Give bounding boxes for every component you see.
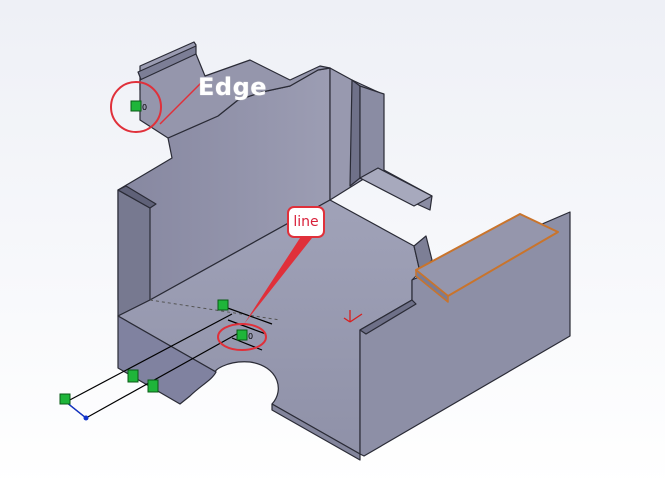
step-top[interactable] bbox=[359, 167, 433, 207]
relation-marker-parallel-2 bbox=[147, 379, 159, 393]
right-tall-wall[interactable] bbox=[359, 211, 571, 457]
edge-leader bbox=[159, 77, 207, 125]
relation-text-line: 0 bbox=[248, 332, 253, 341]
edge-callout-circle bbox=[110, 81, 162, 133]
relation-marker-endpoint bbox=[59, 393, 71, 405]
front-edge-face-2[interactable] bbox=[271, 403, 361, 461]
selected-flange-lip[interactable] bbox=[415, 269, 449, 303]
relation-marker-top bbox=[217, 299, 229, 311]
dimension-line-2[interactable] bbox=[227, 319, 267, 335]
sketch-line-2[interactable] bbox=[85, 329, 245, 419]
relation-marker-line bbox=[236, 329, 248, 341]
relation-marker-parallel-1 bbox=[127, 369, 139, 383]
sketch-line-1[interactable] bbox=[65, 313, 233, 403]
triad-z-axis bbox=[343, 317, 351, 323]
sketch-blue-line[interactable] bbox=[65, 401, 87, 419]
left-side-wall[interactable] bbox=[117, 189, 151, 317]
line-annotation-callout: line bbox=[287, 206, 325, 238]
line-callout-ellipse bbox=[217, 323, 267, 351]
hidden-edge-line bbox=[149, 299, 281, 321]
dimension-line-1[interactable] bbox=[221, 305, 273, 325]
relation-marker-edge bbox=[130, 100, 142, 112]
relation-markers bbox=[59, 100, 248, 405]
relation-text-edge: 0 bbox=[142, 103, 147, 112]
front-edge-face[interactable] bbox=[117, 315, 217, 405]
line-annotation-label: line bbox=[293, 214, 319, 230]
triad-x-axis bbox=[349, 313, 363, 323]
line-leader bbox=[244, 238, 312, 324]
corner-bend[interactable] bbox=[349, 79, 361, 187]
edge-annotation-label: Edge bbox=[198, 73, 268, 101]
sheet-metal-part[interactable] bbox=[117, 41, 571, 461]
right-wall-top-edge[interactable] bbox=[359, 299, 417, 335]
annotation-callouts bbox=[110, 77, 312, 351]
back-left-upper[interactable] bbox=[139, 53, 331, 139]
reference-triad bbox=[343, 310, 363, 323]
left-bend[interactable] bbox=[117, 185, 157, 209]
sketch-endpoint-2[interactable] bbox=[83, 415, 89, 421]
